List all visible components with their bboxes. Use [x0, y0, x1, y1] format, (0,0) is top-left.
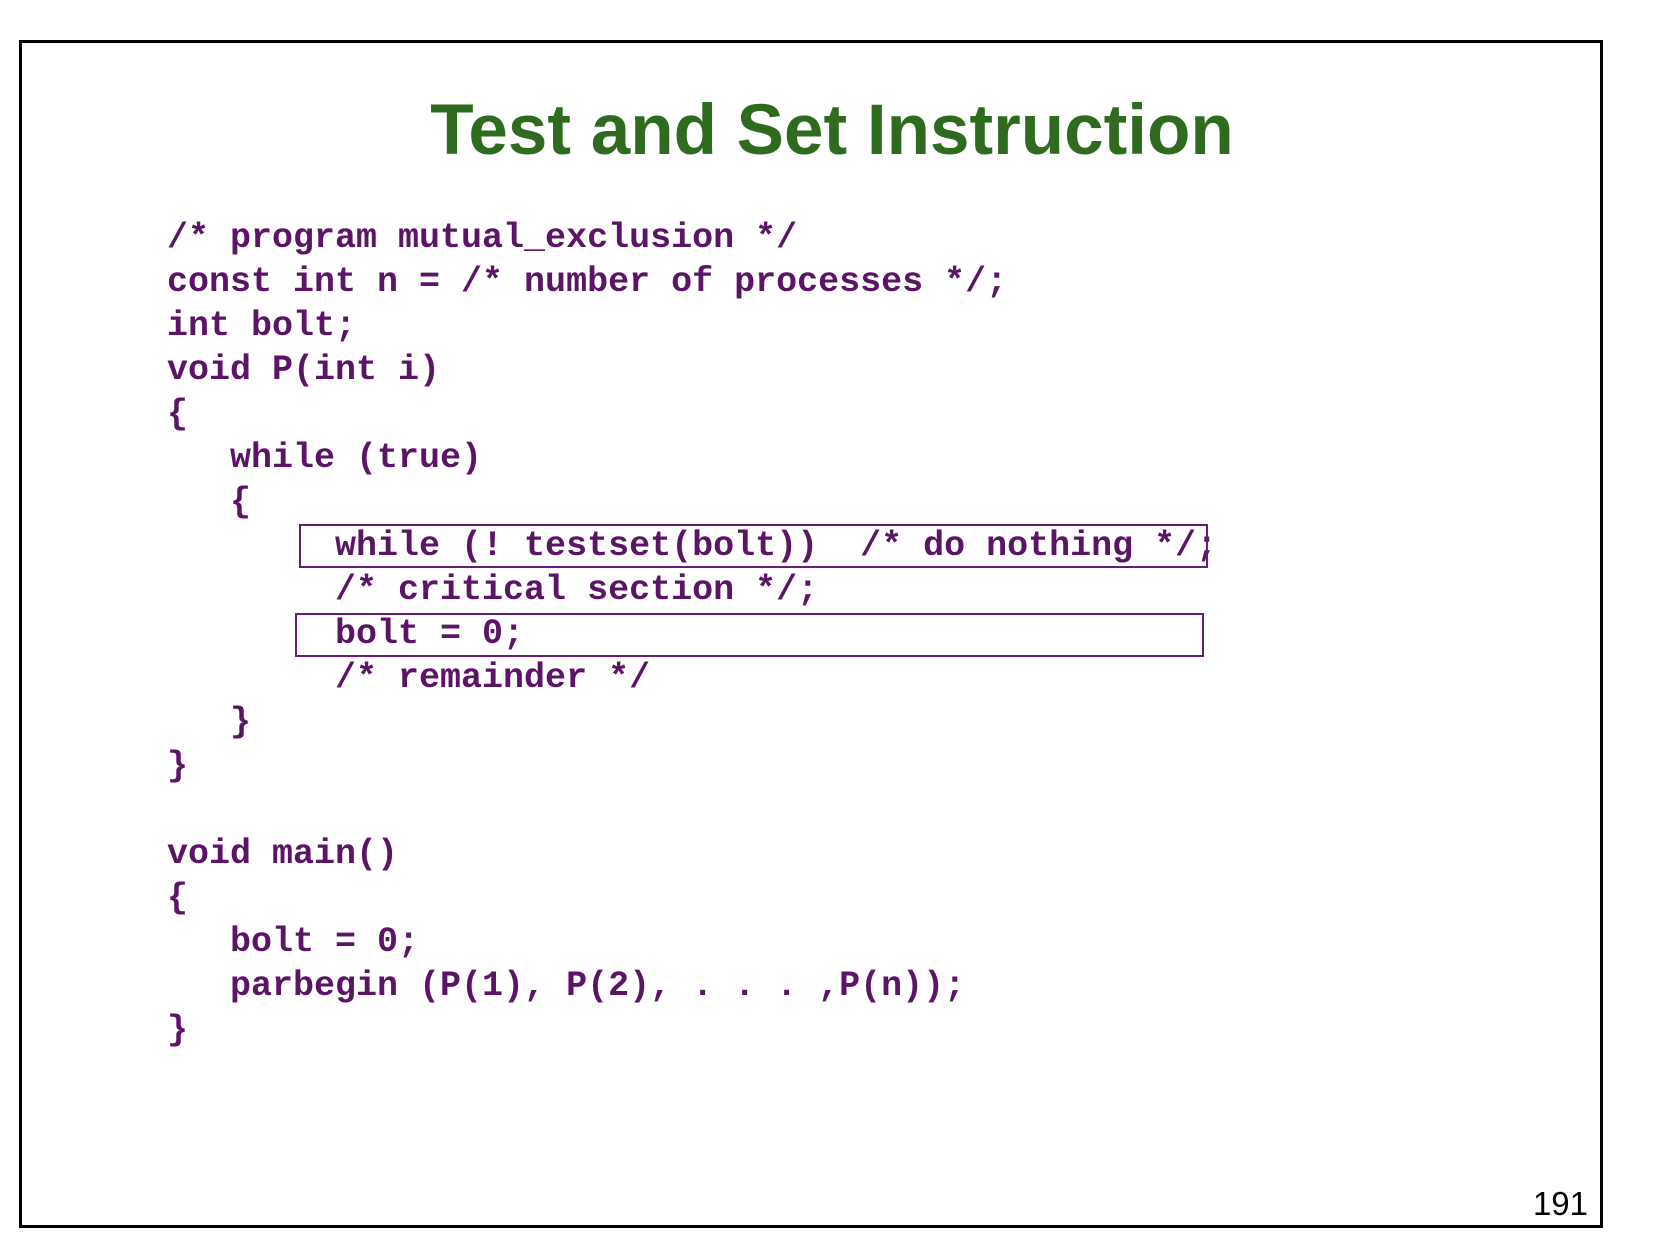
slide-title: Test and Set Instruction — [430, 91, 1234, 170]
code-line-highlighted: bolt = 0; — [167, 614, 525, 654]
code-line: int bolt; — [167, 306, 357, 346]
code-line: } — [167, 1010, 189, 1050]
code-line: { — [167, 482, 252, 522]
code-line-highlighted: while (! testset(bolt)) /* do nothing */… — [167, 526, 1218, 566]
code-line: void P(int i) — [167, 350, 441, 390]
code-line: while (true) — [167, 438, 483, 478]
highlight-box-bolt-reset — [295, 613, 1204, 657]
code-line: { — [167, 878, 189, 918]
code-line: /* remainder */ — [167, 658, 651, 698]
code-line: bolt = 0; — [167, 922, 420, 962]
highlight-box-testset — [299, 524, 1208, 568]
code-line: /* program mutual_exclusion */ — [167, 218, 798, 258]
code-line: parbegin (P(1), P(2), . . . ,P(n)); — [167, 966, 966, 1006]
code-line: { — [167, 394, 189, 434]
page-number: 191 — [1532, 1185, 1588, 1222]
code-line: /* critical section */; — [167, 570, 819, 610]
slide-frame: Test and Set Instruction /* program mutu… — [19, 40, 1603, 1228]
code-line: const int n = /* number of processes */; — [167, 262, 1008, 302]
code-line: } — [167, 702, 252, 742]
code-line: } — [167, 746, 189, 786]
code-line: void main() — [167, 834, 399, 874]
